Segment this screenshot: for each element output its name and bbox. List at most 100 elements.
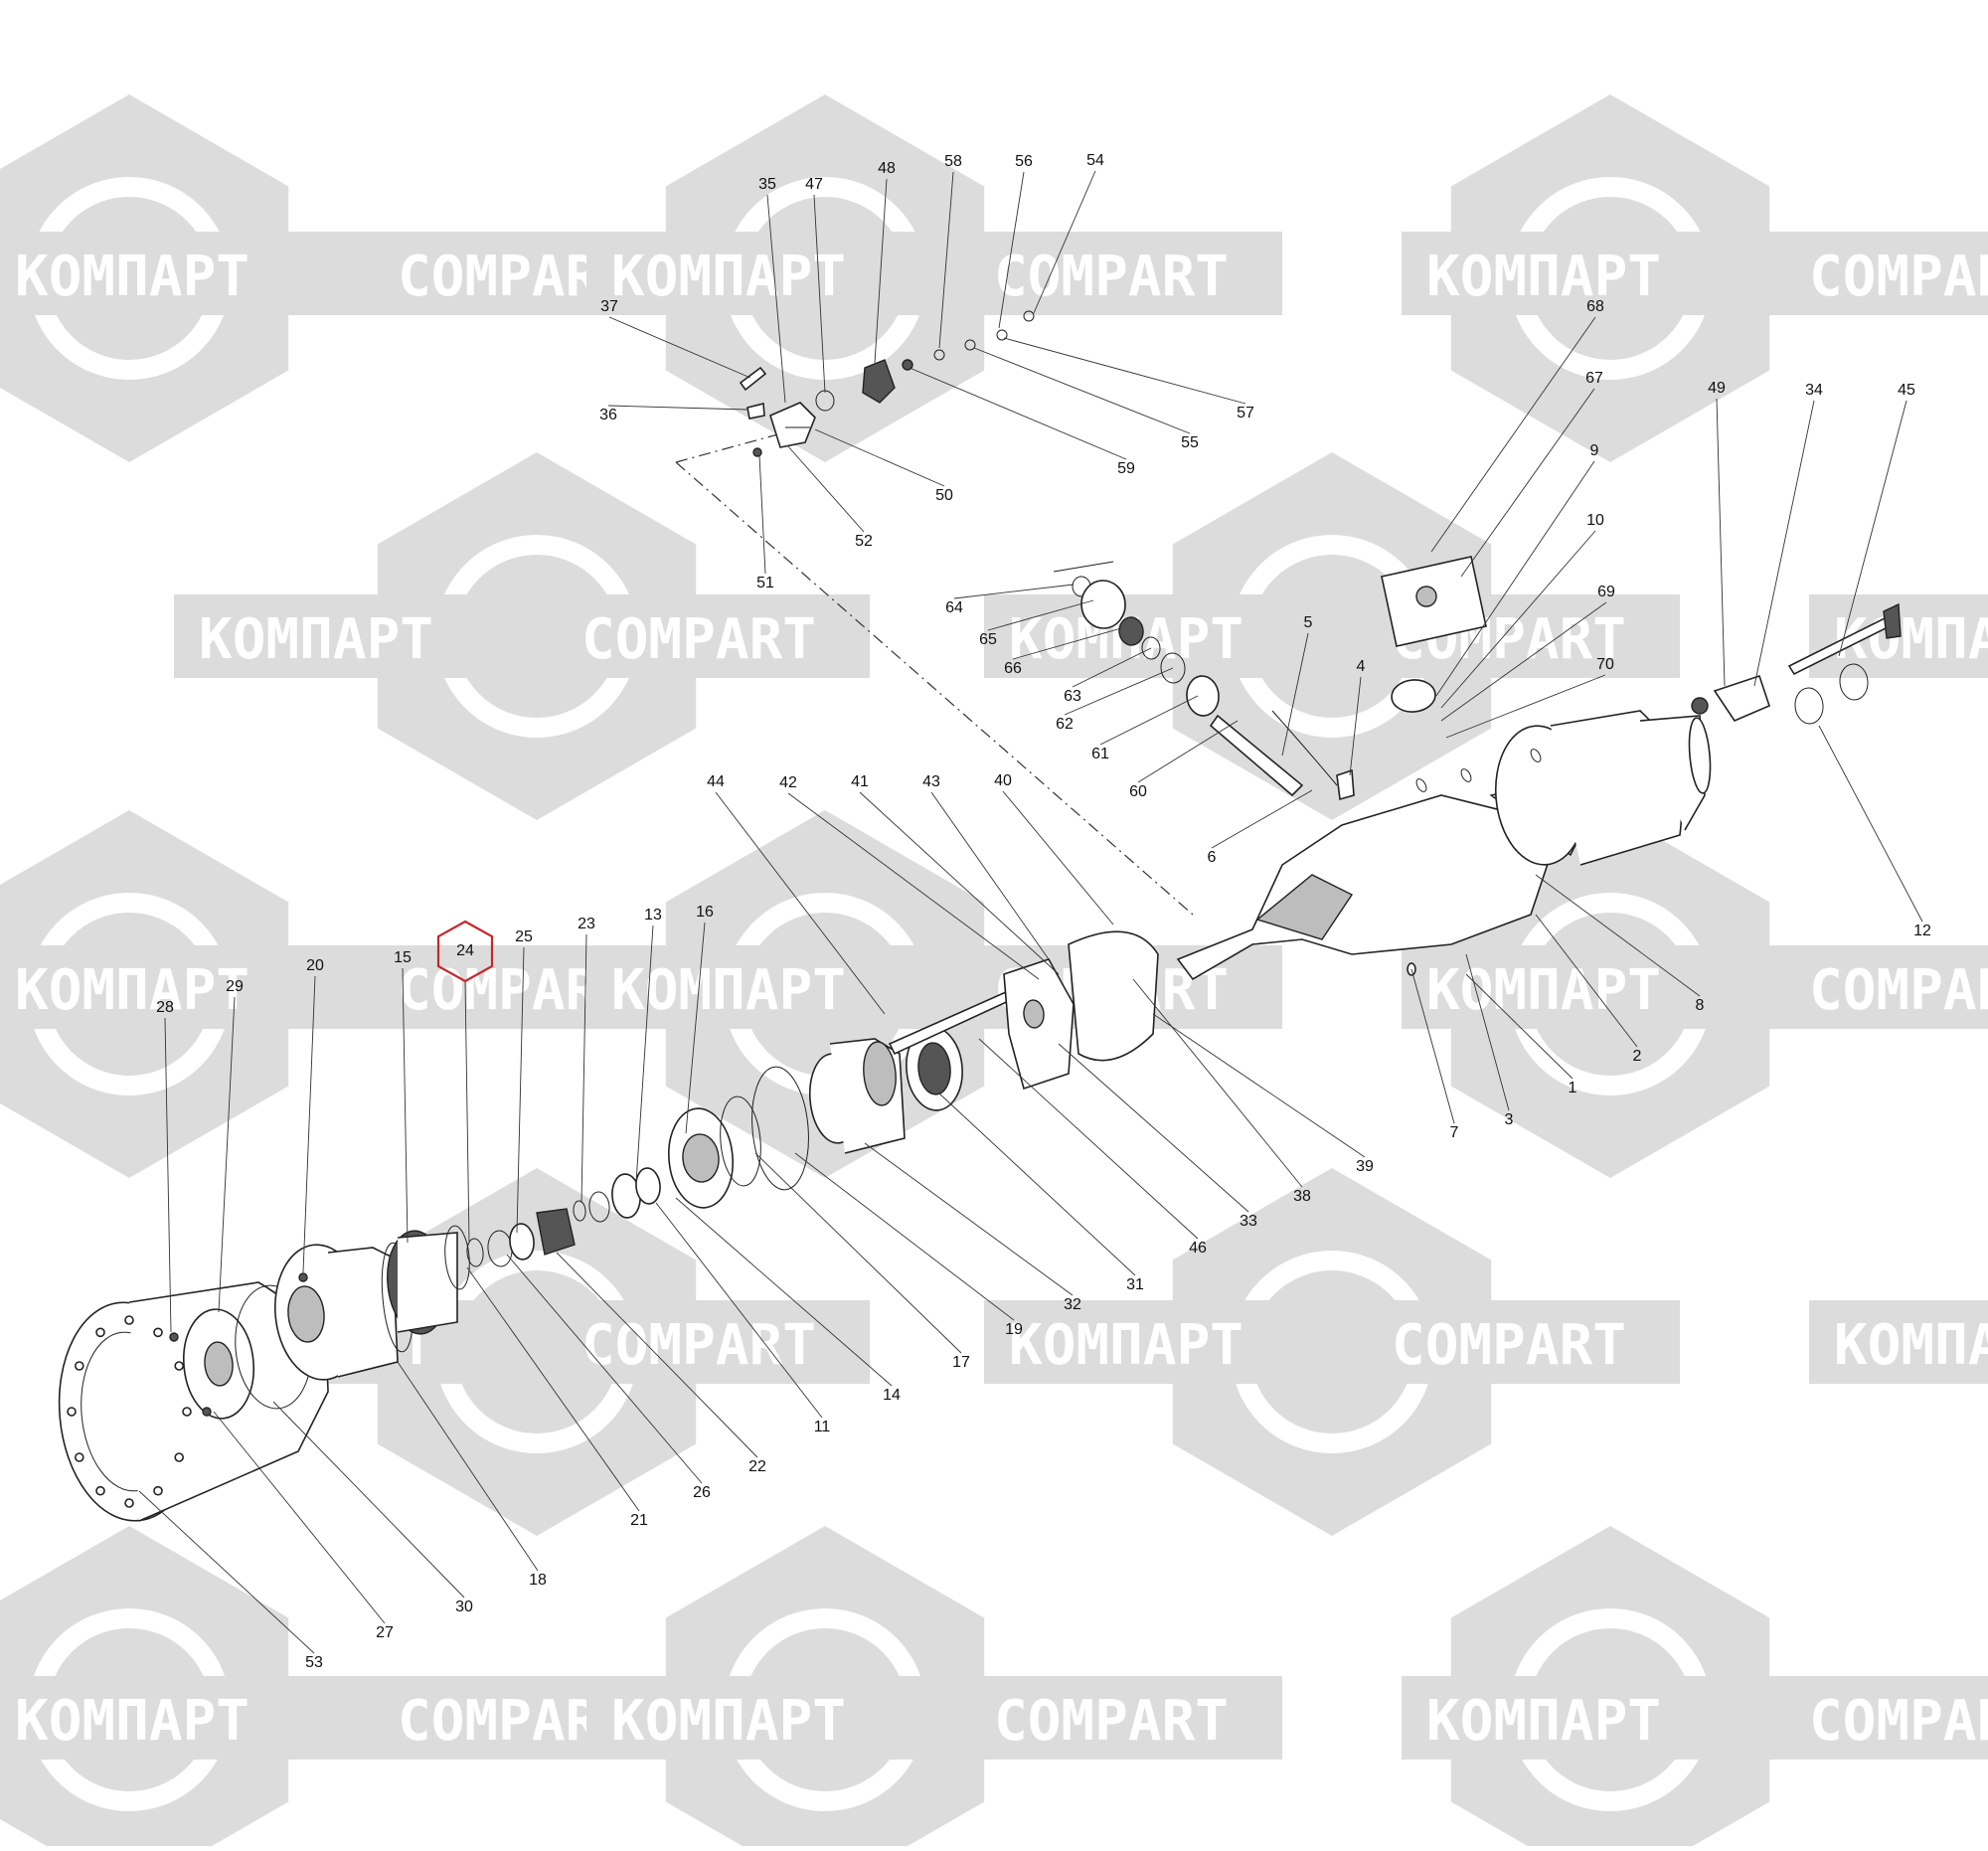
callout-8[interactable]: 8 bbox=[1696, 997, 1705, 1014]
callout-11[interactable]: 11 bbox=[814, 1419, 831, 1435]
callout-27[interactable]: 27 bbox=[376, 1624, 394, 1641]
callout-34[interactable]: 34 bbox=[1805, 382, 1823, 399]
callout-23[interactable]: 23 bbox=[578, 916, 595, 932]
callout-15[interactable]: 15 bbox=[394, 949, 412, 966]
watermark-band bbox=[1402, 232, 1988, 315]
callout-38[interactable]: 38 bbox=[1293, 1188, 1311, 1205]
leader-line bbox=[1460, 388, 1595, 578]
callout-55[interactable]: 55 bbox=[1181, 434, 1199, 451]
callout-2[interactable]: 2 bbox=[1633, 1048, 1642, 1065]
callout-35[interactable]: 35 bbox=[758, 176, 776, 193]
callout-6[interactable]: 6 bbox=[1208, 849, 1217, 866]
callout-40[interactable]: 40 bbox=[994, 772, 1012, 789]
callout-37[interactable]: 37 bbox=[600, 298, 618, 315]
callout-20[interactable]: 20 bbox=[306, 957, 324, 974]
callout-48[interactable]: 48 bbox=[878, 160, 896, 177]
callout-28[interactable]: 28 bbox=[156, 999, 174, 1016]
pinion-shaft-60 bbox=[1209, 714, 1304, 797]
leader-line bbox=[786, 444, 865, 533]
callout-51[interactable]: 51 bbox=[756, 575, 774, 591]
callout-52[interactable]: 52 bbox=[855, 533, 873, 550]
spider-hole bbox=[1023, 999, 1045, 1029]
highlight-label: 24 bbox=[456, 942, 474, 959]
leader-line bbox=[1058, 1043, 1249, 1213]
callout-19[interactable]: 19 bbox=[1005, 1321, 1023, 1338]
ring-54 bbox=[1023, 310, 1035, 322]
callout-56[interactable]: 56 bbox=[1015, 153, 1033, 170]
callout-66[interactable]: 66 bbox=[1004, 660, 1022, 677]
callout-59[interactable]: 59 bbox=[1117, 460, 1135, 477]
callout-61[interactable]: 61 bbox=[1091, 746, 1109, 762]
callout-49[interactable]: 49 bbox=[1708, 380, 1726, 397]
leader-line bbox=[164, 1017, 172, 1333]
watermark-text: КОМПАРТ bbox=[15, 958, 249, 1023]
callout-14[interactable]: 14 bbox=[883, 1387, 901, 1404]
callout-39[interactable]: 39 bbox=[1356, 1158, 1374, 1175]
callout-62[interactable]: 62 bbox=[1056, 716, 1074, 733]
drum-bolt-hole bbox=[95, 1327, 105, 1338]
callout-65[interactable]: 65 bbox=[979, 631, 997, 648]
callout-32[interactable]: 32 bbox=[1064, 1296, 1081, 1313]
callout-50[interactable]: 50 bbox=[935, 487, 953, 504]
callout-43[interactable]: 43 bbox=[922, 773, 940, 790]
leader-line bbox=[1064, 667, 1174, 716]
callout-16[interactable]: 16 bbox=[696, 904, 714, 921]
leader-line bbox=[787, 792, 1040, 980]
callout-67[interactable]: 67 bbox=[1585, 370, 1603, 387]
hub-cap-center bbox=[204, 1341, 234, 1387]
callout-25[interactable]: 25 bbox=[515, 928, 533, 945]
bolt-8 bbox=[1530, 749, 1542, 762]
callout-45[interactable]: 45 bbox=[1898, 382, 1915, 399]
callout-63[interactable]: 63 bbox=[1064, 688, 1081, 705]
callout-64[interactable]: 64 bbox=[945, 599, 963, 616]
callout-46[interactable]: 46 bbox=[1189, 1240, 1207, 1257]
callout-44[interactable]: 44 bbox=[707, 773, 725, 790]
callout-33[interactable]: 33 bbox=[1240, 1213, 1257, 1230]
ring-66 bbox=[1118, 616, 1144, 646]
callout-7[interactable]: 7 bbox=[1450, 1124, 1459, 1141]
leader-line bbox=[1838, 400, 1907, 657]
callout-60[interactable]: 60 bbox=[1129, 783, 1147, 800]
callout-5[interactable]: 5 bbox=[1304, 614, 1313, 631]
callout-68[interactable]: 68 bbox=[1586, 298, 1604, 315]
callout-47[interactable]: 47 bbox=[805, 176, 823, 193]
callout-12[interactable]: 12 bbox=[1913, 923, 1931, 939]
callout-10[interactable]: 10 bbox=[1586, 512, 1604, 529]
highlighted-callout[interactable]: 24 bbox=[436, 920, 494, 983]
ring-stack-guide bbox=[1053, 561, 1114, 573]
drum-bolt-hole bbox=[124, 1315, 134, 1325]
callout-36[interactable]: 36 bbox=[599, 407, 617, 423]
ring-56 bbox=[964, 339, 976, 351]
leader-line bbox=[715, 791, 886, 1015]
callout-21[interactable]: 21 bbox=[630, 1512, 648, 1529]
callout-17[interactable]: 17 bbox=[952, 1354, 970, 1371]
callout-26[interactable]: 26 bbox=[693, 1484, 711, 1501]
callout-42[interactable]: 42 bbox=[779, 774, 797, 791]
callout-69[interactable]: 69 bbox=[1597, 584, 1615, 600]
callout-58[interactable]: 58 bbox=[944, 153, 962, 170]
callout-31[interactable]: 31 bbox=[1126, 1276, 1144, 1293]
leader-line bbox=[754, 1152, 962, 1354]
callout-30[interactable]: 30 bbox=[455, 1599, 473, 1615]
ring-gear-face bbox=[444, 1225, 470, 1290]
callout-13[interactable]: 13 bbox=[644, 907, 662, 924]
callout-29[interactable]: 29 bbox=[226, 978, 244, 995]
callout-1[interactable]: 1 bbox=[1569, 1080, 1577, 1096]
callout-41[interactable]: 41 bbox=[851, 773, 869, 790]
callout-3[interactable]: 3 bbox=[1505, 1111, 1514, 1128]
drum-bolt-hole bbox=[174, 1361, 184, 1371]
callout-18[interactable]: 18 bbox=[529, 1572, 547, 1589]
callout-22[interactable]: 22 bbox=[748, 1458, 766, 1475]
callout-9[interactable]: 9 bbox=[1590, 442, 1599, 459]
watermark-text: COMPART bbox=[581, 607, 816, 672]
callout-54[interactable]: 54 bbox=[1086, 152, 1104, 169]
ring-gear-body bbox=[397, 1232, 458, 1333]
callout-53[interactable]: 53 bbox=[305, 1654, 323, 1671]
callout-57[interactable]: 57 bbox=[1237, 405, 1254, 421]
callout-4[interactable]: 4 bbox=[1357, 658, 1366, 675]
pin-36 bbox=[746, 402, 765, 420]
callout-70[interactable]: 70 bbox=[1596, 656, 1614, 673]
watermark-band bbox=[0, 945, 686, 1029]
